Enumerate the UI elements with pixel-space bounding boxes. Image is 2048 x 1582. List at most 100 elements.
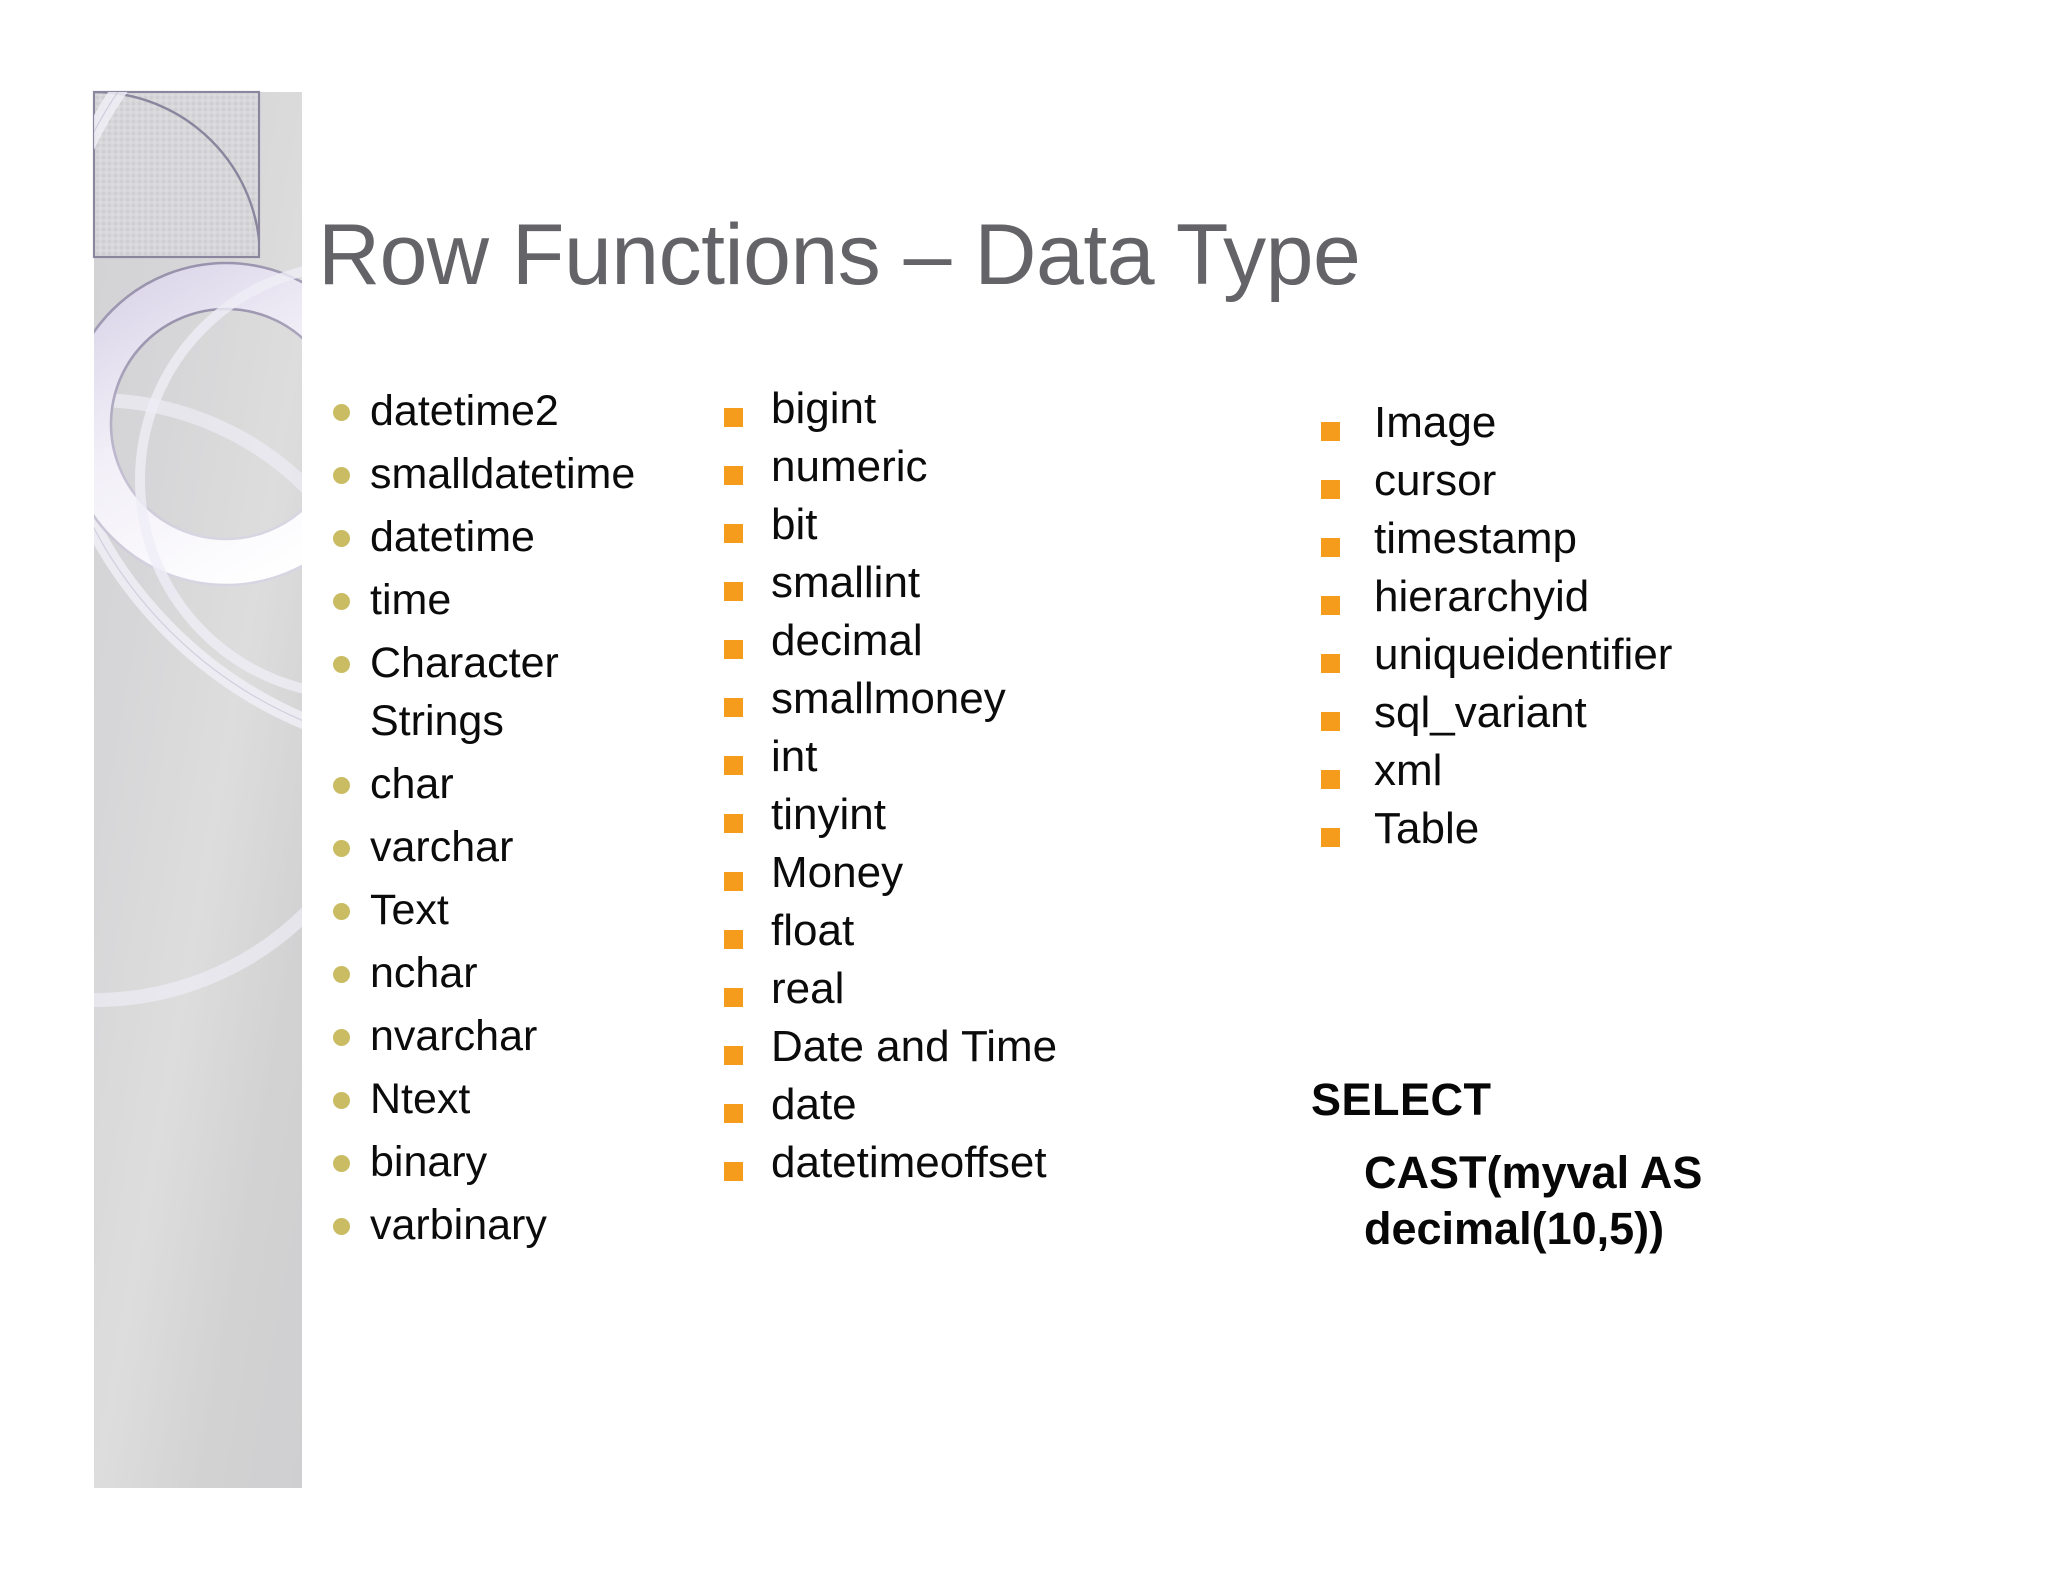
list-item: binary: [333, 1133, 663, 1191]
datatype-column-3: Image cursor timestamp hierarchyid uniqueide…: [1321, 400, 1801, 864]
dot-bullet-icon: [333, 966, 350, 983]
square-bullet-icon: [724, 582, 743, 601]
list-item-label: Table: [1374, 804, 1480, 853]
list-item: nvarchar: [333, 1007, 663, 1065]
list-item-label: varchar: [370, 823, 514, 871]
list-item-label: smallmoney: [771, 674, 1006, 723]
dot-bullet-icon: [333, 656, 350, 673]
list-item-label: xml: [1374, 746, 1443, 795]
list-item-label: char: [370, 760, 454, 808]
dot-bullet-icon: [333, 1092, 350, 1109]
dot-bullet-icon: [333, 467, 350, 484]
list-item: real: [724, 966, 1154, 1012]
list-item-label: timestamp: [1374, 514, 1577, 563]
list-item: smallmoney: [724, 676, 1154, 722]
page-title: Row Functions – Data Type: [318, 207, 1361, 303]
list-item: timestamp: [1321, 516, 1801, 562]
list-item: varchar: [333, 818, 663, 876]
square-bullet-icon: [1321, 712, 1340, 731]
list-item-label: sql_variant: [1374, 688, 1587, 737]
list-item: Table: [1321, 806, 1801, 852]
dot-bullet-icon: [333, 903, 350, 920]
list-item: tinyint: [724, 792, 1154, 838]
list-item: Character Strings: [333, 634, 663, 750]
square-bullet-icon: [724, 930, 743, 949]
list-item: int: [724, 734, 1154, 780]
list-item: char: [333, 755, 663, 813]
list-item: datetimeoffset: [724, 1140, 1154, 1186]
list-item: bigint: [724, 386, 1154, 432]
square-bullet-icon: [724, 872, 743, 891]
square-bullet-icon: [724, 1046, 743, 1065]
dot-bullet-icon: [333, 404, 350, 421]
list-item: sql_variant: [1321, 690, 1801, 736]
square-bullet-icon: [724, 408, 743, 427]
list-item: smalldatetime: [333, 445, 663, 503]
list-item: cursor: [1321, 458, 1801, 504]
square-bullet-icon: [1321, 596, 1340, 615]
list-item: xml: [1321, 748, 1801, 794]
left-decorative-band: [94, 92, 302, 1488]
list-item-label: int: [771, 732, 818, 781]
list-item-label: varbinary: [370, 1201, 547, 1249]
list-item-label: decimal: [771, 616, 923, 665]
list-item: Money: [724, 850, 1154, 896]
list-item-label: smalldatetime: [370, 450, 636, 498]
list-item-label: datetime: [370, 513, 535, 561]
dot-bullet-icon: [333, 840, 350, 857]
datatype-column-2: bigint numeric bit smallint decimal smallmone…: [724, 386, 1154, 1198]
dot-bullet-icon: [333, 593, 350, 610]
list-item: hierarchyid: [1321, 574, 1801, 620]
list-item: varbinary: [333, 1196, 663, 1254]
list-item: nchar: [333, 944, 663, 1002]
square-bullet-icon: [1321, 654, 1340, 673]
dot-bullet-icon: [333, 530, 350, 547]
square-bullet-icon: [1321, 480, 1340, 499]
list-item: bit: [724, 502, 1154, 548]
list-item: datetime2: [333, 382, 663, 440]
list-item-label: nchar: [370, 949, 478, 997]
square-bullet-icon: [1321, 770, 1340, 789]
square-bullet-icon: [1321, 538, 1340, 557]
list-item-label: binary: [370, 1138, 488, 1186]
list-item: Ntext: [333, 1070, 663, 1128]
square-bullet-icon: [724, 1104, 743, 1123]
dot-bullet-icon: [333, 1029, 350, 1046]
square-bullet-icon: [724, 988, 743, 1007]
list-item: float: [724, 908, 1154, 954]
list-item-label: Money: [771, 848, 904, 897]
band-gradient-fill: [94, 92, 302, 1488]
square-bullet-icon: [724, 814, 743, 833]
list-item-label: real: [771, 964, 845, 1013]
square-bullet-icon: [1321, 422, 1340, 441]
list-item-label: numeric: [771, 442, 928, 491]
list-item-label: Image: [1374, 398, 1497, 447]
dot-bullet-icon: [333, 1218, 350, 1235]
list-item-label: Date and Time: [771, 1022, 1058, 1071]
list-item-label: Text: [370, 886, 449, 934]
list-item: datetime: [333, 508, 663, 566]
square-bullet-icon: [724, 640, 743, 659]
list-item: date: [724, 1082, 1154, 1128]
list-item-label: time: [370, 576, 452, 624]
sql-keyword-select: SELECT: [1311, 1074, 1492, 1125]
square-bullet-icon: [724, 524, 743, 543]
list-item-label: Character Strings: [370, 639, 559, 745]
list-item: decimal: [724, 618, 1154, 664]
list-item-label: tinyint: [771, 790, 886, 839]
list-item-label: hierarchyid: [1374, 572, 1590, 621]
list-item-label: datetime2: [370, 387, 559, 435]
list-item-label: uniqueidentifier: [1374, 630, 1673, 679]
dot-bullet-icon: [333, 1155, 350, 1172]
list-item: time: [333, 571, 663, 629]
square-bullet-icon: [1321, 828, 1340, 847]
sql-cast-expression: CAST(myval AS decimal(10,5)): [1364, 1147, 1703, 1254]
list-item: numeric: [724, 444, 1154, 490]
list-item: Text: [333, 881, 663, 939]
list-item: smallint: [724, 560, 1154, 606]
square-bullet-icon: [724, 698, 743, 717]
list-item-label: cursor: [1374, 456, 1497, 505]
list-item-label: nvarchar: [370, 1012, 538, 1060]
square-bullet-icon: [724, 756, 743, 775]
